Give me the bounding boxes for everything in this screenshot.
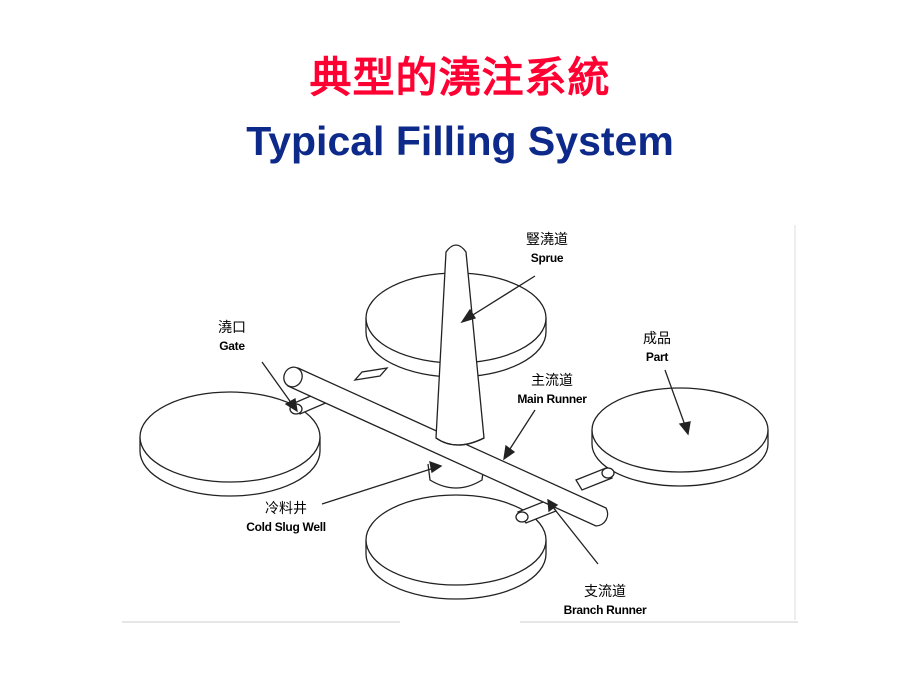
part-disc-left	[139, 391, 321, 497]
part-disc-bottom	[365, 494, 547, 600]
sprue	[435, 244, 485, 446]
main-runner-label: 主流道 Main Runner	[517, 373, 587, 406]
main-runner	[283, 366, 609, 527]
cold-slug-well	[427, 463, 485, 489]
part-disc-right	[591, 387, 769, 487]
cold-slug-well-label: 冷料井 Cold Slug Well	[246, 501, 326, 534]
page-title-chinese: 典型的澆注系統	[309, 53, 611, 102]
sprue-label: 豎澆道 Sprue	[526, 232, 568, 265]
page-title-english: Typical Filling System	[246, 118, 674, 164]
branch-runner-label: 支流道 Branch Runner	[563, 584, 647, 617]
part-label: 成品 Part	[643, 331, 671, 364]
gate-leader-arrow	[261, 361, 298, 413]
sprue-leader-arrow	[460, 275, 536, 324]
main-runner-leader-arrow	[503, 409, 536, 461]
branch-runner-right	[575, 467, 615, 491]
cold-slug-well-leader-arrow	[321, 460, 443, 505]
branch-runner-leader-arrow	[547, 498, 599, 565]
part-leader-arrow	[664, 369, 691, 436]
branch-runner-upper	[353, 367, 389, 381]
gate-label: 澆口 Gate	[218, 320, 246, 353]
